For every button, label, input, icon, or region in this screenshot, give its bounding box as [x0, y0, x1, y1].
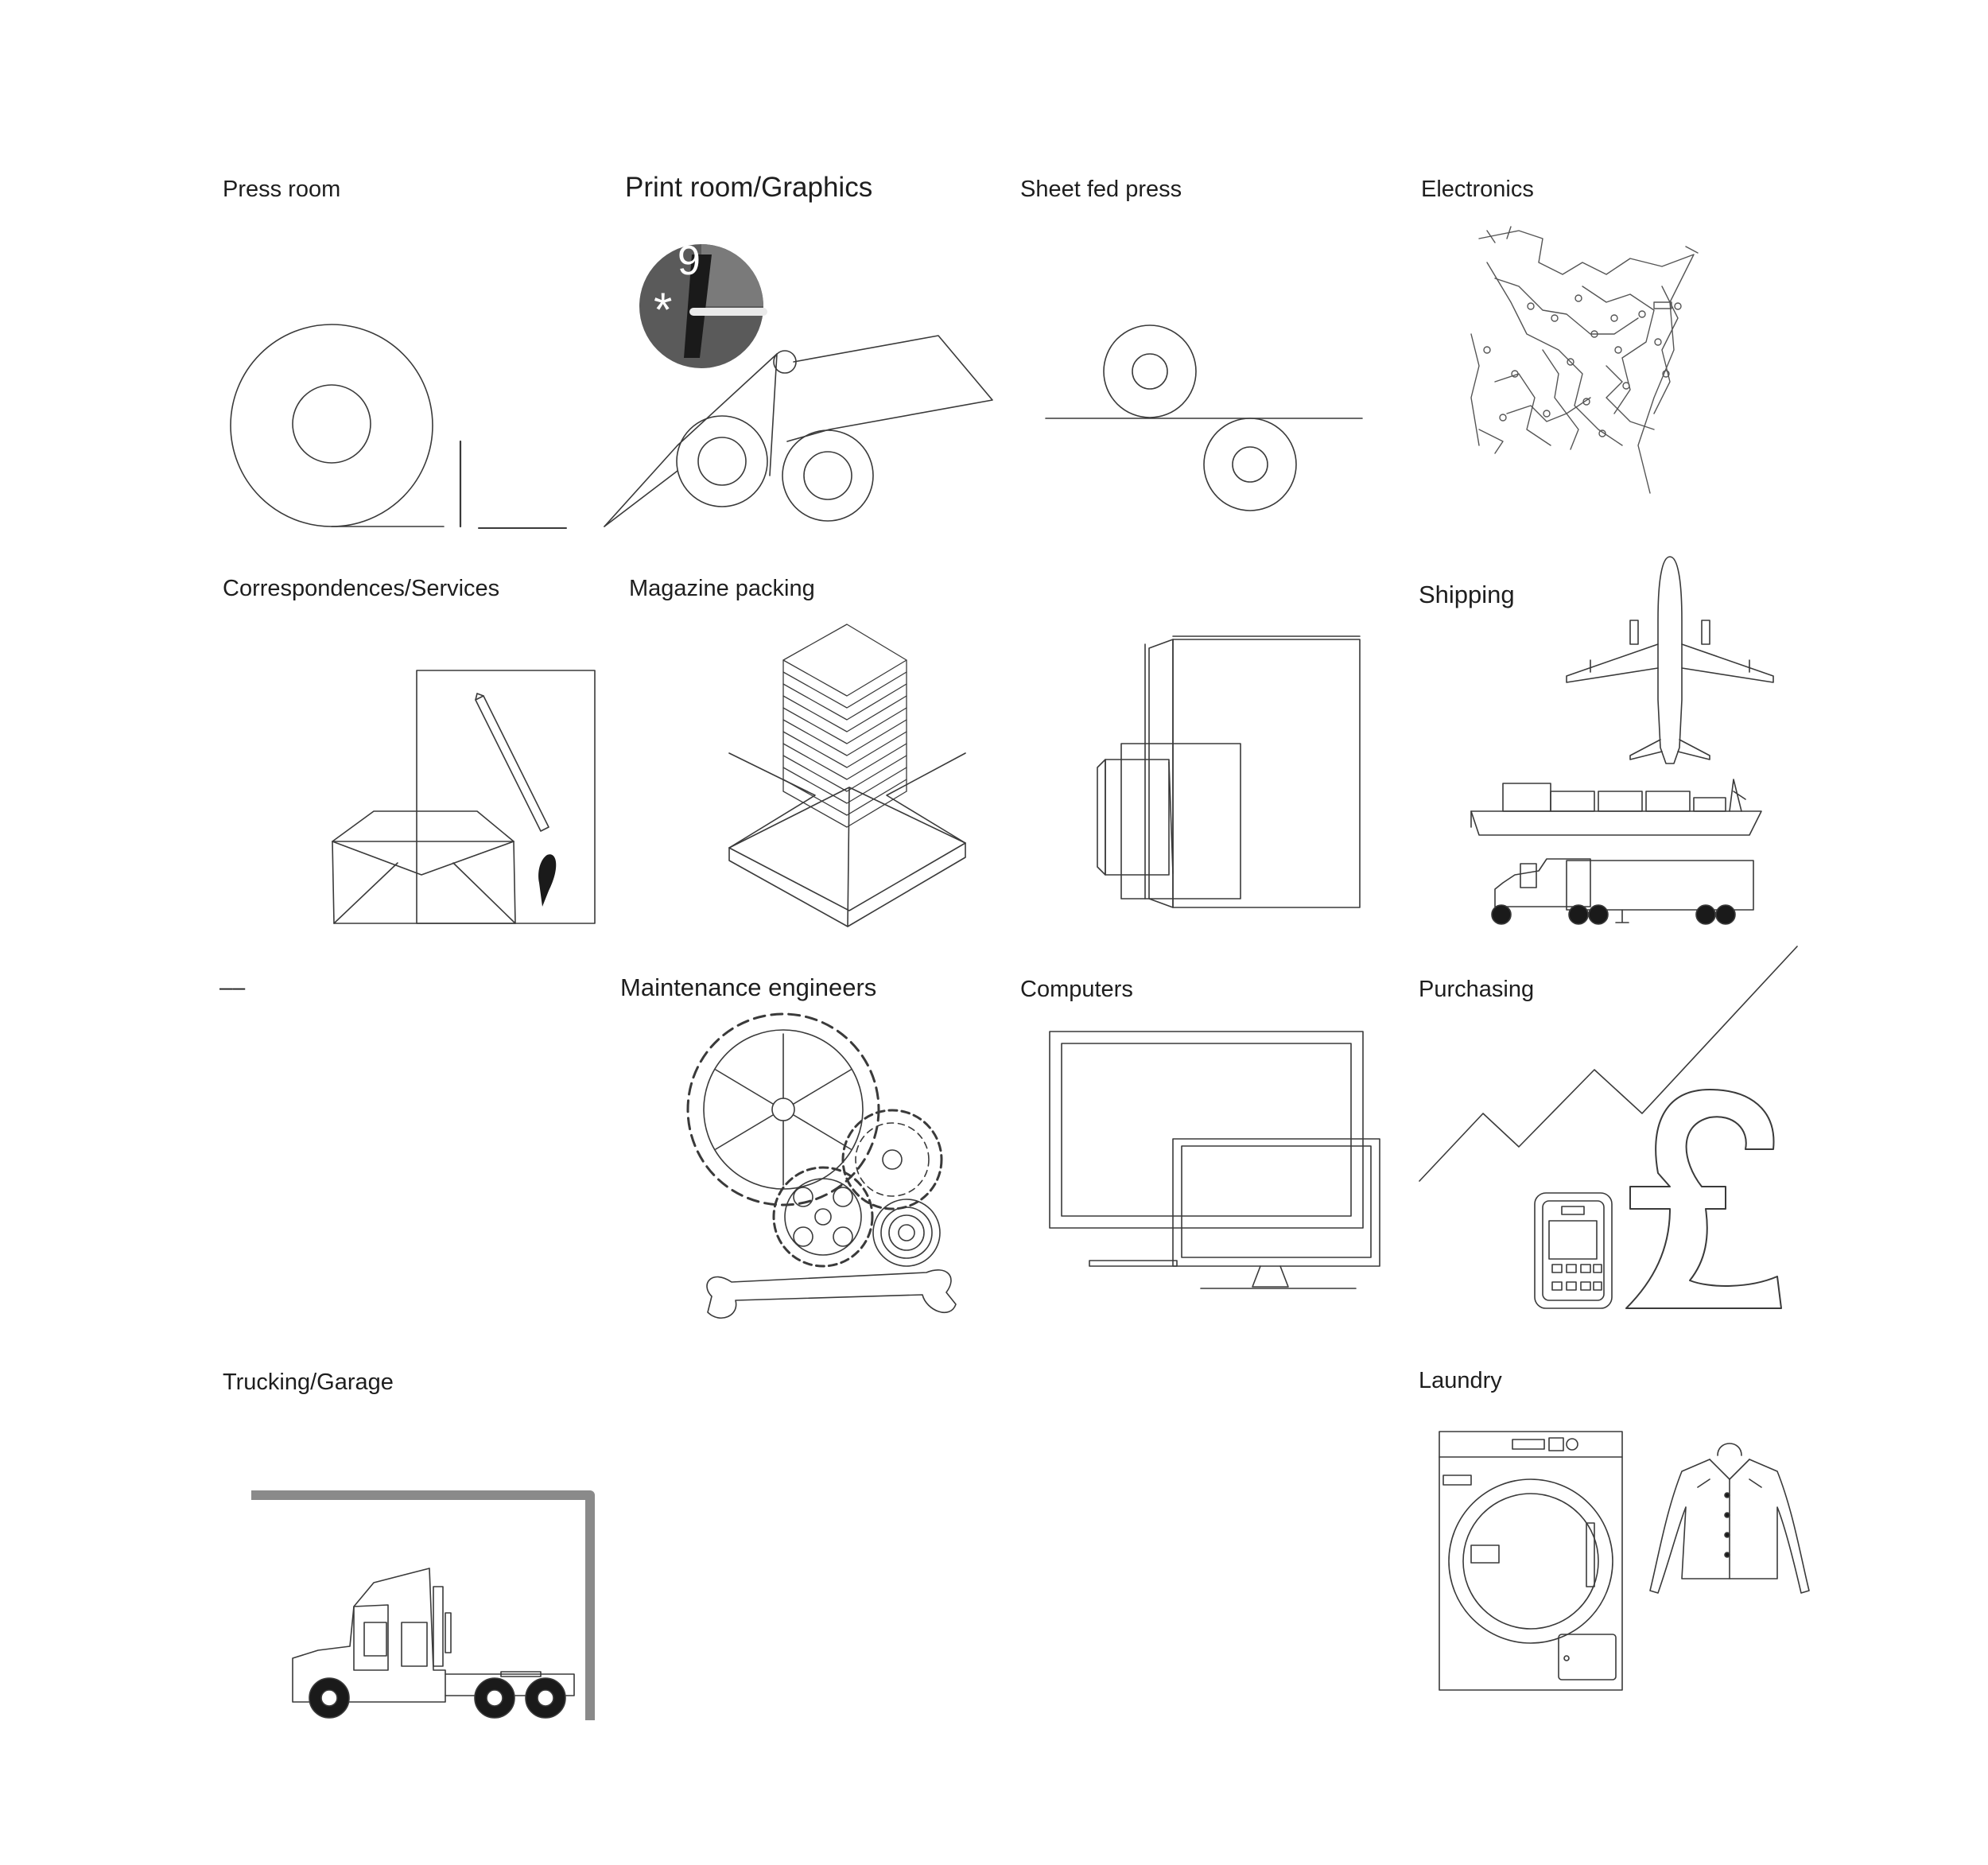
- semi-truck: [1492, 859, 1753, 924]
- folded-magazines-icon: [1097, 636, 1360, 907]
- label-placeholder: ––: [219, 975, 246, 1000]
- label-correspondences: Correspondences/Services: [223, 576, 500, 601]
- label-shipping: Shipping: [1419, 581, 1515, 608]
- label-computers: Computers: [1020, 977, 1133, 1002]
- label-press-room: Press room: [223, 177, 341, 202]
- label-purchasing: Purchasing: [1419, 977, 1535, 1002]
- label-sheet-fed-press: Sheet fed press: [1020, 177, 1182, 202]
- cargo-ship: [1471, 779, 1761, 835]
- label-electronics: Electronics: [1421, 177, 1534, 202]
- paper-roll-icon: [231, 324, 566, 528]
- truck-garage-icon: [251, 1495, 590, 1720]
- gears-wrench-icon: [688, 1014, 956, 1318]
- stacked-box-icon: [729, 624, 965, 927]
- monitors-icon: [1050, 1032, 1380, 1288]
- label-magazine-packing: Magazine packing: [629, 576, 815, 601]
- letter-pencil-icon: [332, 670, 595, 923]
- print-rollers-icon: * 9: [604, 238, 992, 526]
- airplane: [1567, 557, 1773, 763]
- label-maintenance-engineers: Maintenance engineers: [620, 973, 877, 1001]
- sheet-rollers-icon: [1046, 325, 1362, 511]
- paper-stack: [783, 624, 907, 827]
- label-trucking-garage: Trucking/Garage: [223, 1370, 394, 1395]
- washing-machine-shirt-icon: [1439, 1432, 1809, 1690]
- svg-text:*: *: [654, 283, 672, 336]
- airplane-ship-truck-icon: [1471, 557, 1773, 924]
- label-laundry: Laundry: [1419, 1368, 1502, 1393]
- circuit-board-icon: [1471, 227, 1698, 493]
- label-print-room: Print room/Graphics: [625, 172, 873, 203]
- chart-phone-pound-icon: [1419, 946, 1797, 1308]
- svg-text:9: 9: [678, 238, 701, 284]
